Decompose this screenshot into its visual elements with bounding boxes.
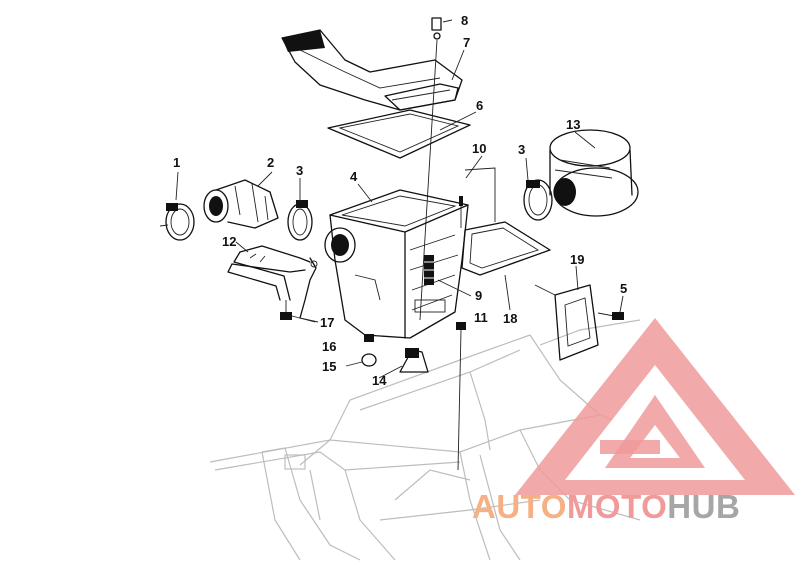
callout-18: 18 (503, 311, 517, 326)
intake-snorkel (281, 29, 463, 111)
leader-lines (175, 19, 624, 379)
side-panel (534, 284, 599, 361)
callout-labels: 1 2 3 3 4 5 6 7 8 9 10 11 12 13 14 15 16… (173, 13, 627, 388)
air-box (324, 189, 469, 339)
callout-19: 19 (570, 252, 584, 267)
callout-8: 8 (461, 13, 468, 28)
screw-10 (459, 196, 463, 228)
callout-3-right: 3 (518, 142, 525, 157)
callout-15: 15 (322, 359, 336, 374)
watermark-moto: MOTO (567, 488, 667, 525)
callout-1: 1 (173, 155, 180, 170)
mount-bracket (399, 348, 429, 373)
callout-14: 14 (372, 373, 387, 388)
watermark-hub: HUB (667, 488, 740, 525)
mount-grommet (361, 334, 377, 367)
drain-clip (419, 17, 442, 321)
callout-9: 9 (475, 288, 482, 303)
callout-7: 7 (463, 35, 470, 50)
callout-13: 13 (566, 117, 580, 132)
breather-hose (227, 245, 318, 319)
callout-3-left: 3 (296, 163, 303, 178)
lid-gasket (327, 109, 471, 159)
hose-clamp-left (287, 200, 313, 241)
intake-boot (203, 179, 279, 229)
watermark-logo (515, 318, 795, 495)
filter-canister (549, 129, 639, 217)
hose-clamp-1 (159, 203, 195, 241)
callout-5: 5 (620, 281, 627, 296)
bolt-11 (456, 322, 466, 471)
callout-17: 17 (320, 315, 334, 330)
bolt-5 (597, 312, 624, 320)
callout-12: 12 (222, 234, 236, 249)
watermark-auto: AUTO (472, 488, 567, 525)
callout-16: 16 (322, 339, 336, 354)
callout-4: 4 (350, 169, 358, 184)
watermark-text: AUTOMOTOHUB (472, 488, 740, 525)
drain-valve (280, 300, 316, 323)
cover-plate (461, 167, 551, 276)
filter-element (424, 255, 434, 285)
hose-clamp-right (523, 179, 553, 221)
callout-6: 6 (476, 98, 483, 113)
callout-2: 2 (267, 155, 274, 170)
callout-11: 11 (474, 310, 488, 325)
callout-10: 10 (472, 141, 486, 156)
